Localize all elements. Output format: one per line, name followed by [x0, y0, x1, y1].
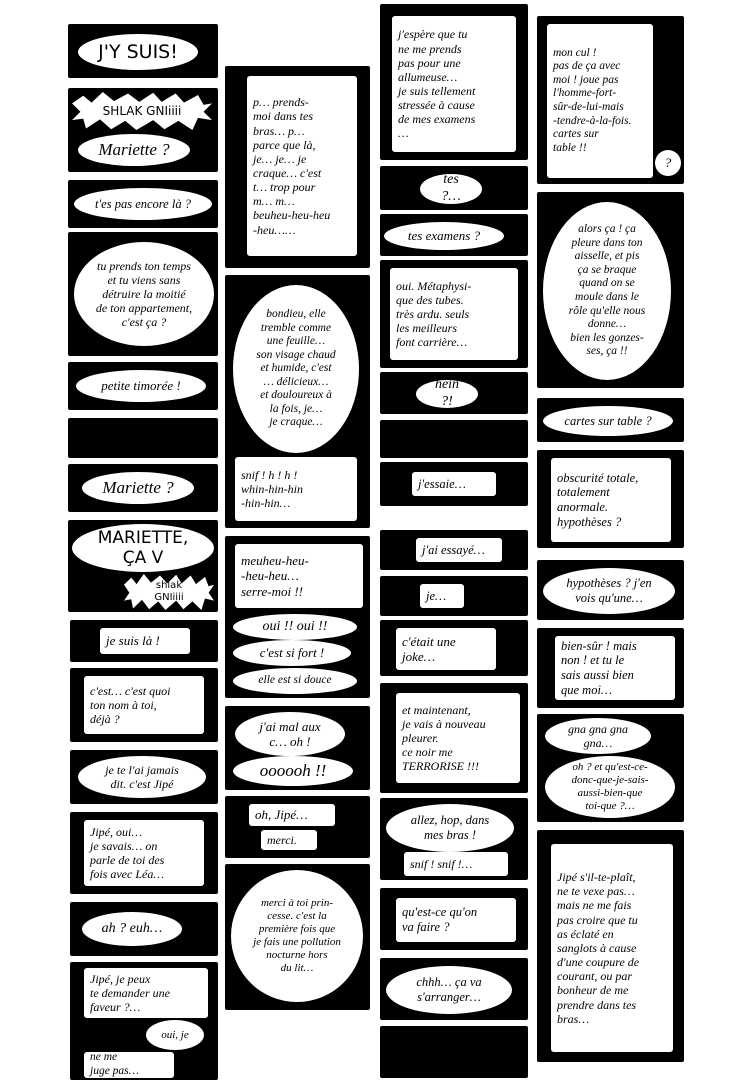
comic-panel-c2-p2: bondieu, elle tremble comme une feuille…… [225, 275, 370, 528]
comic-panel-c1-p7: Mariette ? [68, 464, 218, 512]
comic-panel-c1-p13: ah ? euh… [70, 902, 218, 956]
speech-bubble: mon cul ! pas de ça avec moi ! joue pas … [547, 24, 653, 178]
speech-bubble: j'ai mal aux c… oh ! [235, 712, 345, 756]
speech-bubble: j'essaie… [412, 472, 496, 496]
comic-panel-c3-p8: j'ai essayé… [380, 530, 528, 570]
speech-bubble: Mariette ? [82, 472, 194, 504]
speech-bubble: et maintenant, je vais à nouveau pleurer… [396, 693, 520, 783]
speech-bubble: oui !! oui !! [233, 614, 357, 640]
speech-bubble: oh, Jipé… [249, 804, 335, 826]
speech-bubble: ? [655, 150, 681, 176]
comic-panel-c4-p1: mon cul ! pas de ça avec moi ! joue pas … [537, 16, 684, 184]
comic-panel-c3-p3: tes examens ? [380, 214, 528, 256]
speech-bubble: cartes sur table ? [543, 406, 673, 436]
comic-panel-c3-p14: chhh… ça va s'arranger… [380, 958, 528, 1020]
speech-bubble: tes examens ? [384, 222, 504, 250]
comic-panel-c1-p12: Jipé, oui… je savais… on parle de toi de… [70, 812, 218, 894]
comic-panel-c2-p6: merci à toi prin- cesse. c'est la premiè… [225, 864, 370, 1010]
speech-bubble: MARIETTE, ÇA V [72, 524, 214, 572]
comic-panel-c4-p5: hypothèses ? j'en vois qu'une… [537, 560, 684, 620]
speech-bubble: Jipé, oui… je savais… on parle de toi de… [84, 820, 204, 886]
comic-panel-c3-p9: je… [380, 576, 528, 616]
speech-bubble: ne me juge pas… [84, 1051, 174, 1078]
speech-bubble: t'es pas encore là ? [74, 188, 212, 220]
speech-bubble: merci. [261, 830, 317, 850]
comic-panel-c1-p4: tu prends ton temps et tu viens sans dét… [68, 232, 218, 356]
comic-panel-c4-p6: bien-sûr ! mais non ! et tu le sais auss… [537, 628, 684, 708]
speech-bubble: obscurité totale, totalement anormale. h… [551, 458, 671, 542]
comic-panel-c2-p3: meuheu-heu- -heu-heu… serre-moi !! oui !!… [225, 536, 370, 698]
comic-panel-c3-p5: hein ?! [380, 372, 528, 414]
speech-bubble: tu prends ton temps et tu viens sans dét… [74, 242, 214, 346]
comic-panel-c4-p2: alors ça ! ça pleure dans ton aisselle, … [537, 192, 684, 388]
speech-bubble: bien-sûr ! mais non ! et tu le sais auss… [555, 636, 675, 700]
speech-bubble: p… prends- moi dans tes bras… p… parce q… [247, 76, 357, 256]
comic-panel-c3-p4: oui. Métaphysi- que des tubes. très ardu… [380, 260, 528, 368]
speech-bubble: bondieu, elle tremble comme une feuille…… [233, 285, 359, 453]
sound-effect: SHLAK GNIiiii [72, 92, 212, 130]
speech-bubble: oooooh !! [233, 756, 353, 786]
speech-bubble: Jipé, je peux te demander une faveur ?… [84, 968, 208, 1018]
speech-bubble: Mariette ? [78, 134, 190, 166]
comic-panel-c2-p5: oh, Jipé… merci. [225, 796, 370, 858]
speech-bubble: tes ?… [420, 172, 482, 204]
comic-panel-c1-p3: t'es pas encore là ? [68, 180, 218, 228]
speech-bubble: merci à toi prin- cesse. c'est la premiè… [231, 870, 363, 1002]
comic-panel-c3-p15 [380, 1026, 528, 1078]
speech-bubble: J'Y SUIS! [78, 34, 198, 70]
speech-bubble: snif ! h ! h ! whin-hin-hin -hin-hin… [235, 457, 357, 521]
comic-panel-c1-p9: je suis là ! [70, 620, 218, 662]
speech-bubble: j'espère que tu ne me prends pas pour un… [392, 16, 516, 152]
comic-panel-c3-p6 [380, 420, 528, 458]
speech-bubble: c'est si fort ! [233, 640, 351, 666]
speech-bubble: oui. Métaphysi- que des tubes. très ardu… [390, 268, 518, 360]
comic-panel-c1-p1: J'Y SUIS! [68, 24, 218, 78]
comic-panel-c2-p1: p… prends- moi dans tes bras… p… parce q… [225, 66, 370, 268]
speech-bubble: j'ai essayé… [416, 538, 502, 562]
speech-bubble: je te l'ai jamais dit. c'est Jipé [78, 756, 206, 798]
comic-panel-c4-p7: gna gna gna gna…oh ? et qu'est-ce- donc-… [537, 714, 684, 822]
comic-panel-c1-p6 [68, 418, 218, 458]
comic-panel-c1-p11: je te l'ai jamais dit. c'est Jipé [70, 750, 218, 804]
sound-effect: shlak GNIiiii [124, 574, 214, 610]
comic-panel-c1-p10: c'est… c'est quoi ton nom à toi, déjà ? [70, 668, 218, 742]
comic-panel-c3-p7: j'essaie… [380, 462, 528, 506]
comic-panel-c3-p1: j'espère que tu ne me prends pas pour un… [380, 4, 528, 160]
speech-bubble: ah ? euh… [82, 912, 182, 946]
comic-panel-c2-p4: j'ai mal aux c… oh !oooooh !! [225, 706, 370, 790]
speech-bubble: hein ?! [416, 377, 478, 409]
speech-bubble: chhh… ça va s'arranger… [386, 966, 512, 1014]
speech-bubble: elle est si douce [233, 668, 357, 694]
comic-panel-c4-p8: Jipé s'il-te-plaît, ne te vexe pas… mais… [537, 830, 684, 1062]
comic-panel-c4-p3: cartes sur table ? [537, 398, 684, 442]
comic-panel-c3-p2: tes ?… [380, 166, 528, 210]
speech-bubble: oui, je [146, 1020, 204, 1050]
comic-panel-c3-p10: c'était une joke… [380, 620, 528, 676]
comic-panel-c1-p5: petite timorée ! [68, 362, 218, 410]
speech-bubble: je… [420, 584, 464, 608]
speech-bubble: meuheu-heu- -heu-heu… serre-moi !! [235, 544, 363, 608]
speech-bubble: oh ? et qu'est-ce- donc-que-je-sais- aus… [545, 756, 675, 818]
comic-panel-c3-p12: allez, hop, dans mes bras !snif ! snif !… [380, 798, 528, 880]
comic-panel-c1-p14: Jipé, je peux te demander une faveur ?…o… [70, 962, 218, 1080]
speech-bubble: allez, hop, dans mes bras ! [386, 804, 514, 852]
speech-bubble: petite timorée ! [76, 370, 206, 402]
speech-bubble: snif ! snif !… [404, 852, 508, 876]
speech-bubble: c'était une joke… [396, 628, 496, 670]
speech-bubble: c'est… c'est quoi ton nom à toi, déjà ? [84, 676, 204, 734]
speech-bubble: hypothèses ? j'en vois qu'une… [543, 568, 675, 614]
speech-bubble: gna gna gna gna… [545, 718, 651, 754]
comic-panel-c3-p13: qu'est-ce qu'on va faire ? [380, 888, 528, 950]
comic-panel-c3-p11: et maintenant, je vais à nouveau pleurer… [380, 683, 528, 793]
speech-bubble: je suis là ! [100, 628, 190, 654]
speech-bubble: alors ça ! ça pleure dans ton aisselle, … [543, 202, 671, 380]
speech-bubble: qu'est-ce qu'on va faire ? [396, 898, 516, 942]
comic-panel-c4-p4: obscurité totale, totalement anormale. h… [537, 450, 684, 548]
speech-bubble: Jipé s'il-te-plaît, ne te vexe pas… mais… [551, 844, 673, 1052]
